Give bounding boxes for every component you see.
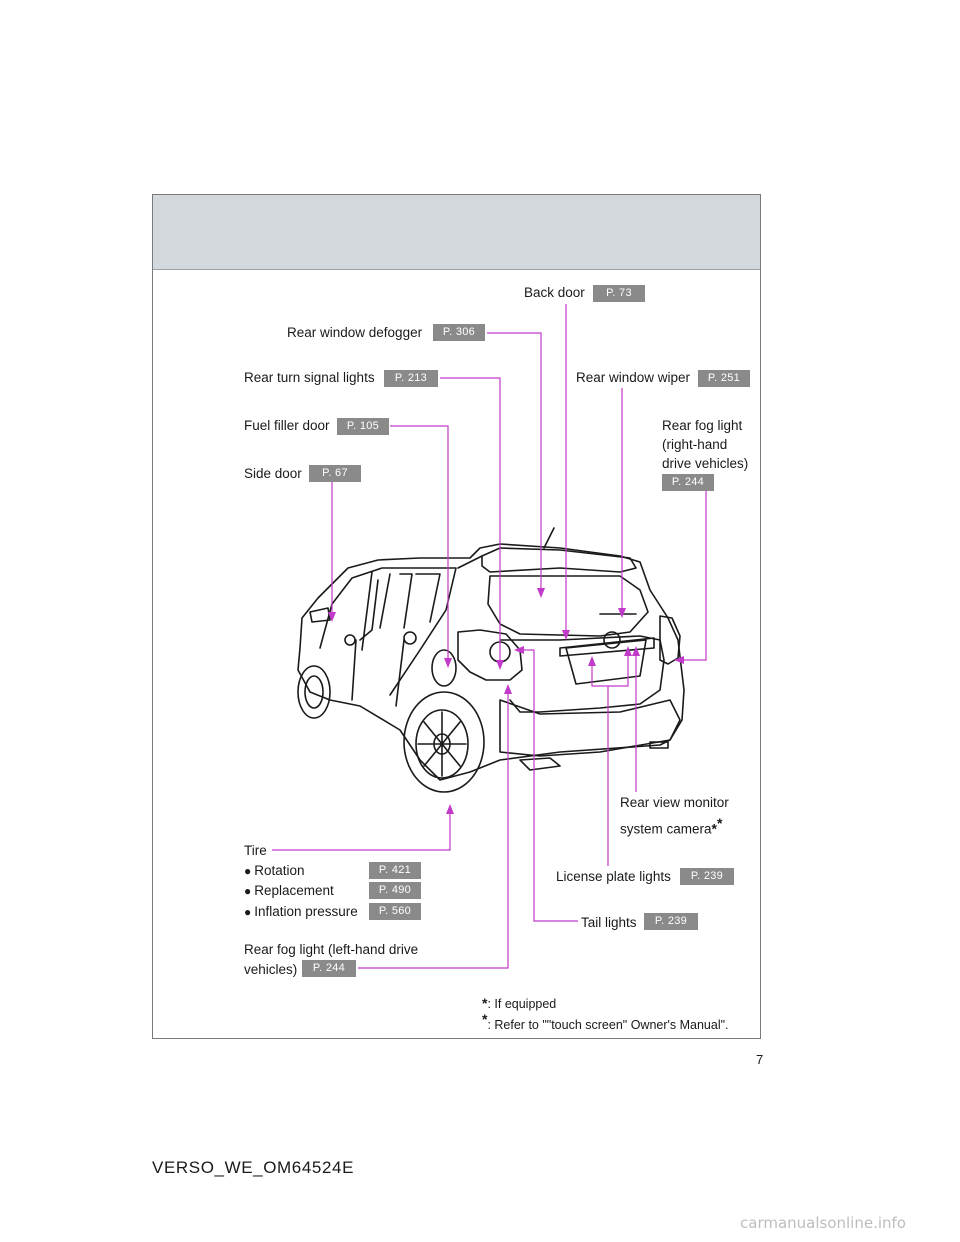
header-band (153, 195, 760, 270)
license-plate-lights-label: License plate lights (556, 869, 671, 884)
rear-fog-light-rhd-line3: drive vehicles) (662, 456, 749, 471)
rear-window-defogger-label: Rear window defogger (287, 325, 423, 340)
side-door-page-ref[interactable]: P. 67 (309, 465, 361, 482)
tire-item-replacement: ●Replacement (244, 883, 334, 898)
document-code: VERSO_WE_OM64524E (152, 1158, 355, 1177)
rear-view-camera-line1: Rear view monitor (620, 795, 729, 810)
rear-fog-light-rhd-line2: (right-hand (662, 437, 728, 452)
rear-fog-light-rhd-line1: Rear fog light (662, 418, 743, 433)
rear-window-wiper-label: Rear window wiper (576, 370, 691, 385)
tire-item-rotation: ●Rotation (244, 863, 305, 878)
side-door-label: Side door (244, 466, 302, 481)
tail-lights-label: Tail lights (581, 915, 637, 930)
rear-window-wiper-page-ref[interactable]: P. 251 (698, 370, 750, 387)
back-door-label: Back door (524, 285, 585, 300)
license-plate-lights-page-ref[interactable]: P. 239 (680, 868, 734, 885)
tire-inflation-page-ref[interactable]: P. 560 (369, 903, 421, 920)
rear-fog-light-lhd-page-ref[interactable]: P. 244 (302, 960, 356, 977)
fuel-filler-door-label: Fuel filler door (244, 418, 330, 433)
rear-window-defogger-page-ref[interactable]: P. 306 (433, 324, 485, 341)
tire-item-inflation: ●Inflation pressure (244, 904, 358, 919)
fuel-filler-door-page-ref[interactable]: P. 105 (337, 418, 389, 435)
rear-view-camera-line2: system camera** (620, 815, 723, 837)
rear-turn-signal-lights-label: Rear turn signal lights (244, 370, 375, 385)
footnote-touch-screen: *: Refer to ""touch screen" Owner's Manu… (482, 1011, 729, 1033)
tire-title: Tire (244, 843, 267, 858)
rear-fog-light-lhd-line1: Rear fog light (left-hand drive (244, 942, 419, 957)
tire-rotation-page-ref[interactable]: P. 421 (369, 862, 421, 879)
rear-fog-light-lhd-line2: vehicles) (244, 962, 298, 977)
tail-lights-page-ref[interactable]: P. 239 (644, 913, 698, 930)
rear-turn-signal-lights-page-ref[interactable]: P. 213 (384, 370, 438, 387)
back-door-page-ref[interactable]: P. 73 (593, 285, 645, 302)
footnote-if-equipped: *: If equipped (482, 995, 557, 1012)
rear-fog-light-rhd-page-ref[interactable]: P. 244 (662, 474, 714, 491)
page-number: 7 (756, 1052, 764, 1067)
watermark: carmanualsonline.info (740, 1214, 906, 1232)
tire-replacement-page-ref[interactable]: P. 490 (369, 882, 421, 899)
